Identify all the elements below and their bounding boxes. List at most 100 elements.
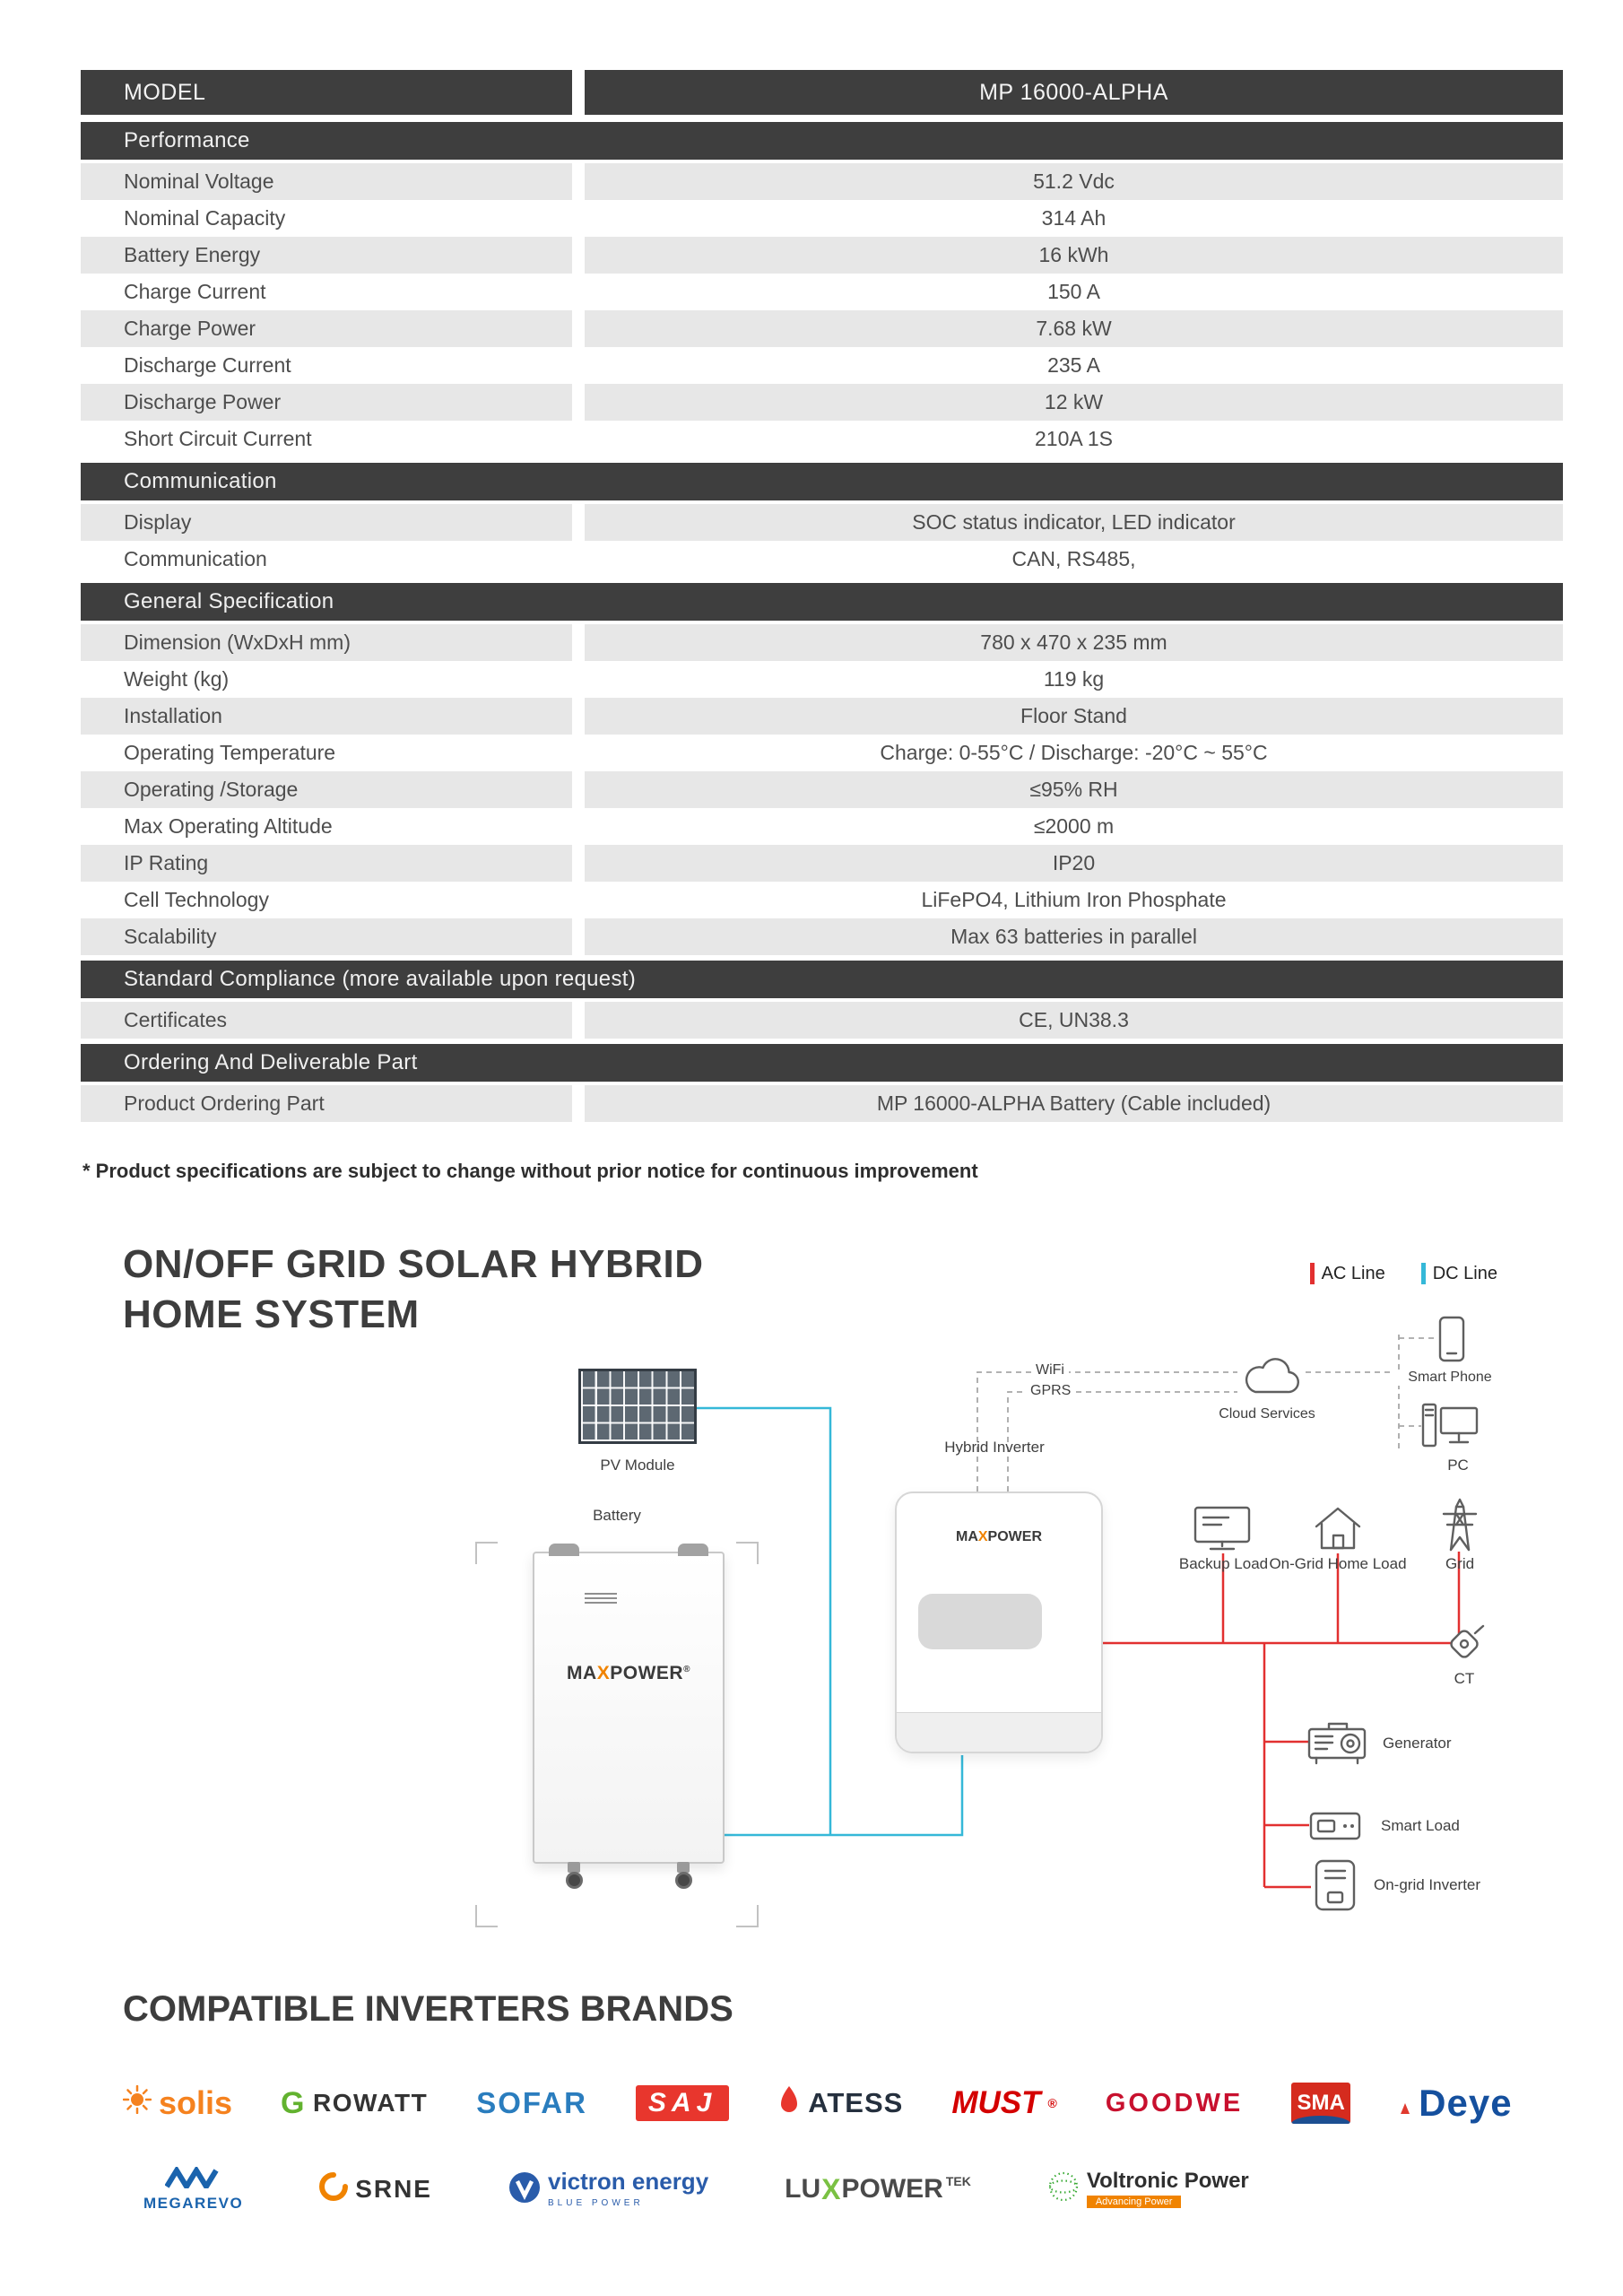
spec-row-value: MP 16000-ALPHA Battery (Cable included) xyxy=(585,1085,1563,1122)
spec-row-value: 780 x 470 x 235 mm xyxy=(585,624,1563,661)
growatt-g: G xyxy=(281,2085,306,2120)
spec-row-label: Operating /Storage xyxy=(81,771,572,808)
model-label: MODEL xyxy=(81,70,572,115)
deye-triangle-icon xyxy=(1399,2082,1411,2125)
spec-row: Max Operating Altitude≤2000 m xyxy=(81,808,1563,845)
spec-row-label: Nominal Voltage xyxy=(81,163,572,200)
spec-row-label: Cell Technology xyxy=(124,888,269,911)
backup-load-label: Backup Load xyxy=(1178,1555,1269,1572)
saj-logo: SAJ xyxy=(635,2085,730,2121)
diagram-title: ON/OFF GRID SOLAR HYBRID HOME SYSTEM xyxy=(123,1239,704,1340)
atess-logo: ATESS xyxy=(777,2084,903,2122)
legend-dc-line: DC Line xyxy=(1420,1263,1497,1284)
spec-row-value: Floor Stand xyxy=(585,698,1563,735)
logo-x-icon: X xyxy=(977,1529,988,1544)
srne-logo: SRNE xyxy=(319,2171,432,2207)
smart-load-label: Smart Load xyxy=(1381,1817,1460,1834)
spec-row-label: Dimension (WxDxH mm) xyxy=(81,624,572,661)
logo-text: MA xyxy=(567,1663,597,1683)
footnote: * Product specifications are subject to … xyxy=(82,1160,978,1182)
spec-row-label: Discharge Current xyxy=(124,353,291,377)
maxpower-logo: MAXPOWER xyxy=(897,1529,1101,1545)
must-text: MUST xyxy=(951,2085,1041,2120)
lux-tek-text: TEK xyxy=(945,2174,971,2188)
spec-row-value: ≤95% RH xyxy=(585,771,1563,808)
spec-row-label: Short Circuit Current xyxy=(124,427,312,450)
section-general-specification: General Specification Dimension (WxDxH m… xyxy=(81,583,1563,955)
solis-logo: solis xyxy=(122,2084,233,2122)
gprs-label: GPRS xyxy=(1026,1383,1076,1400)
spec-row-label: Product Ordering Part xyxy=(81,1085,572,1122)
spec-row: Product Ordering Part MP 16000-ALPHA Batt… xyxy=(81,1085,1563,1122)
spec-row-value: 150 A xyxy=(1047,280,1100,303)
logo-text: POWER xyxy=(987,1529,1042,1544)
spec-row-label: Max Operating Altitude xyxy=(124,814,333,838)
battery-label: Battery xyxy=(593,1507,641,1524)
cloud-services-label: Cloud Services xyxy=(1209,1406,1325,1423)
ct-label: CT xyxy=(1454,1670,1475,1687)
wifi-label: WiFi xyxy=(1031,1362,1069,1379)
spec-row-value: LiFePO4, Lithium Iron Phosphate xyxy=(921,888,1227,911)
globe-icon xyxy=(1047,2170,1080,2207)
lux-lu-text: LU xyxy=(785,2174,821,2204)
spec-row-label: Charge Current xyxy=(124,280,266,303)
spec-row-label: Display xyxy=(81,504,572,541)
megarevo-logo: MEGAREVO xyxy=(143,2164,243,2213)
section-ordering: Ordering And Deliverable Part Product Or… xyxy=(81,1044,1563,1122)
sun-icon xyxy=(122,2084,152,2122)
solis-text: solis xyxy=(159,2084,233,2121)
spec-row-label: Communication xyxy=(124,547,267,570)
goodwe-text: GOODWE xyxy=(1105,2088,1244,2118)
ongrid-inverter-icon xyxy=(1309,1858,1361,1914)
spec-row-value: Max 63 batteries in parallel xyxy=(585,918,1563,955)
battery-image: MAXPOWER® xyxy=(533,1544,725,1889)
spec-row-value: 314 Ah xyxy=(1041,206,1107,230)
victron-subtext: BLUE POWER xyxy=(547,2197,644,2208)
grid-tower-icon xyxy=(1436,1498,1483,1552)
hybrid-inverter-label: Hybrid Inverter xyxy=(944,1439,1045,1456)
inverter-screen xyxy=(918,1594,1042,1649)
spec-row: Discharge Current 235 A xyxy=(81,347,1563,384)
generator-icon xyxy=(1307,1718,1368,1767)
voltronic-text: Voltronic Power xyxy=(1086,2168,1249,2193)
spec-row-value: 235 A xyxy=(1047,353,1100,377)
deye-logo: Deye xyxy=(1399,2082,1512,2125)
section-standard-compliance: Standard Compliance (more available upon… xyxy=(81,961,1563,1039)
diagram-title-line2: HOME SYSTEM xyxy=(123,1292,420,1336)
pc-label: PC xyxy=(1447,1457,1469,1474)
ongrid-inverter-label: On-grid Inverter xyxy=(1374,1876,1481,1893)
cloud-icon xyxy=(1236,1349,1306,1399)
spec-row-label: Weight (kg) xyxy=(124,667,230,691)
caster-wheel-icon xyxy=(674,1862,692,1889)
voltronic-subtext: Advancing Power xyxy=(1086,2196,1182,2209)
spec-row-value: 12 kW xyxy=(585,384,1563,421)
section-title: Communication xyxy=(81,463,1563,500)
pv-module-label: PV Module xyxy=(600,1457,675,1474)
spec-row-label: Certificates xyxy=(81,1002,572,1039)
flame-icon xyxy=(777,2084,801,2122)
spec-table: MODEL MP 16000-ALPHA Performance Nominal… xyxy=(81,70,1563,1122)
spec-row-label: Nominal Capacity xyxy=(124,206,286,230)
spec-row-value: IP20 xyxy=(585,845,1563,882)
registered-mark: ® xyxy=(683,1665,690,1674)
ct-icon xyxy=(1442,1622,1487,1666)
generator-label: Generator xyxy=(1383,1735,1452,1752)
spec-row-label: Battery Energy xyxy=(81,237,572,274)
